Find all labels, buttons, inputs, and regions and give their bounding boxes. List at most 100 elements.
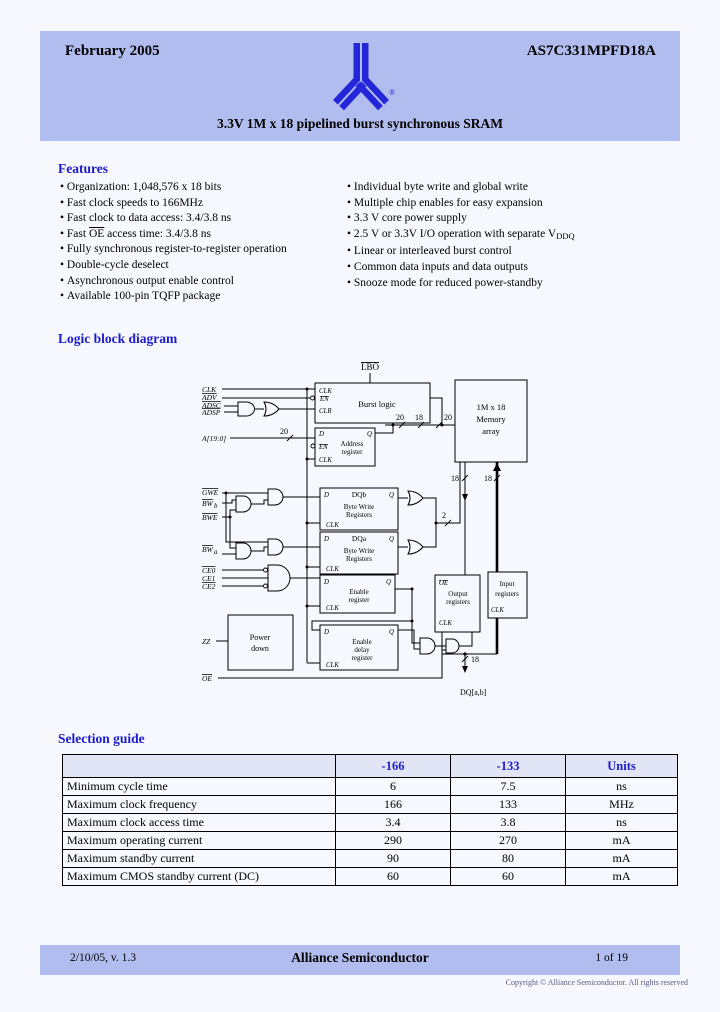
signal-ce2: CE2 <box>202 582 216 591</box>
signal-bwa: BW <box>202 545 214 554</box>
units-cell: ns <box>565 813 678 832</box>
dqa-label: DQa <box>352 534 367 543</box>
feature-item: Linear or interleaved burst control <box>347 244 677 260</box>
bus-width-20: 20 <box>444 413 452 422</box>
output-registers-label: Output <box>448 590 468 598</box>
parameter-cell: Maximum operating current <box>62 831 336 850</box>
table-row: Maximum clock frequency 166 133 MHz <box>62 795 678 814</box>
feature-item: 2.5 V or 3.3V I/O operation with separat… <box>347 227 677 245</box>
copyright-notice: Copyright © Alliance Semiconductor. All … <box>505 978 688 987</box>
enable-delay-label: delay <box>354 646 370 654</box>
signal-ce1: CE1 <box>202 574 215 583</box>
selection-guide-table: -166 -133 Units Minimum cycle time 6 7.5… <box>62 754 678 886</box>
enable-delay-label: Enable <box>352 638 371 646</box>
header-band: February 2005 AS7C331MPFD18A ® 3.3V 1M x… <box>40 31 680 141</box>
pin-d: D <box>323 536 329 543</box>
feature-item: Double-cycle deselect <box>60 258 348 274</box>
value-cell: 3.8 <box>450 813 566 832</box>
pin-q: Q <box>367 431 372 438</box>
feature-text: Fast <box>66 227 89 240</box>
signal-dq: DQ[a,b] <box>460 688 487 697</box>
feature-item: Fast clock to data access: 3.4/3.8 ns <box>60 211 348 227</box>
and-gate <box>235 542 252 560</box>
bus-width-18: 18 <box>471 655 479 664</box>
bus-width-2: 2 <box>442 511 446 520</box>
column-header <box>62 754 336 778</box>
byte-write-register-b-block <box>319 487 399 531</box>
value-cell: 270 <box>450 831 566 850</box>
and-gate <box>267 538 284 556</box>
power-down-label: Power <box>250 633 271 642</box>
pin-d: D <box>323 629 329 636</box>
memory-array-label: 1M x 18 <box>477 402 506 412</box>
output-registers-label: registers <box>446 598 470 606</box>
enable-delay-register-block <box>319 624 399 671</box>
footer-page-number: 1 of 19 <box>595 952 628 964</box>
value-cell: 7.5 <box>450 777 566 796</box>
enable-register-block <box>319 574 396 614</box>
pin-en: EN <box>319 396 329 403</box>
or-gate <box>263 401 280 417</box>
feature-item: 3.3 V core power supply <box>347 211 677 227</box>
pin-d: D <box>318 431 324 438</box>
and-gate <box>445 638 460 654</box>
table-row: Maximum CMOS standby current (DC) 60 60 … <box>62 867 678 886</box>
column-header: Units <box>565 754 678 778</box>
feature-item: Available 100-pin TQFP package <box>60 289 348 305</box>
footer-band: 2/10/05, v. 1.3 Alliance Semiconductor 1… <box>40 945 680 975</box>
pin-q: Q <box>389 629 394 636</box>
pin-q: Q <box>389 536 394 543</box>
pin-en: EN <box>318 444 328 451</box>
power-down-block <box>227 614 294 671</box>
header-part-number: AS7C331MPFD18A <box>526 43 656 59</box>
address-register-label: Address <box>341 440 364 448</box>
table-row: Maximum standby current 90 80 mA <box>62 849 678 868</box>
column-header: -133 <box>450 754 566 778</box>
signal-bwb-sub: b <box>214 503 218 510</box>
byte-write-label: Byte Write <box>344 503 375 511</box>
feature-item: Asynchronous output enable control <box>60 274 348 290</box>
address-register-label: register <box>342 448 364 456</box>
feature-text: access time: 3.4/3.8 ns <box>104 227 211 240</box>
output-registers-block <box>434 574 481 633</box>
pin-clk: CLK <box>439 620 452 627</box>
alliance-logo-icon: ® <box>333 43 395 111</box>
features-left-column: Organization: 1,048,576 x 18 bits Fast c… <box>60 180 348 305</box>
signal-address-bus: A[19:0] <box>201 434 226 443</box>
feature-item: Fast OE access time: 3.4/3.8 ns <box>60 227 348 243</box>
column-header: -166 <box>335 754 451 778</box>
value-cell: 166 <box>335 795 451 814</box>
burst-logic-block <box>314 382 431 424</box>
signal-oe: OE <box>202 674 212 683</box>
units-cell: mA <box>565 831 678 850</box>
byte-write-label: Registers <box>346 555 372 563</box>
bus-width-18: 18 <box>451 474 459 483</box>
footer-company: Alliance Semiconductor <box>291 950 429 965</box>
pin-oe: OE <box>439 580 449 587</box>
header-subtitle: 3.3V 1M x 18 pipelined burst synchronous… <box>216 116 504 131</box>
signal-bwa-sub: a <box>214 549 218 556</box>
units-cell: ns <box>565 777 678 796</box>
features-right-column: Individual byte write and global write M… <box>347 180 677 291</box>
pin-clk: CLK <box>326 522 339 529</box>
byte-write-label: Byte Write <box>344 547 375 555</box>
units-cell: mA <box>565 867 678 886</box>
enable-register-label: register <box>349 596 371 604</box>
signal-bwe: BWE <box>202 513 218 522</box>
signal-ce0: CE0 <box>202 566 216 575</box>
bus-width-20: 20 <box>396 413 404 422</box>
and-gate <box>419 637 436 655</box>
pin-clk: CLK <box>326 662 339 669</box>
pin-clr: CLR <box>319 408 332 415</box>
and-gate <box>237 401 255 417</box>
signal-adsc: ADSC <box>201 401 222 410</box>
bus-width-18: 18 <box>415 413 423 422</box>
table-row: Maximum clock access time 3.4 3.8 ns <box>62 813 678 832</box>
value-cell: 3.4 <box>335 813 451 832</box>
value-cell: 60 <box>450 867 566 886</box>
vddq-subscript: DDQ <box>556 230 575 241</box>
alliance-logo: ® <box>321 43 401 117</box>
signal-gwe: GWE <box>202 488 219 497</box>
signal-lbo: LBO <box>361 362 380 372</box>
dqb-label: DQb <box>352 490 367 499</box>
